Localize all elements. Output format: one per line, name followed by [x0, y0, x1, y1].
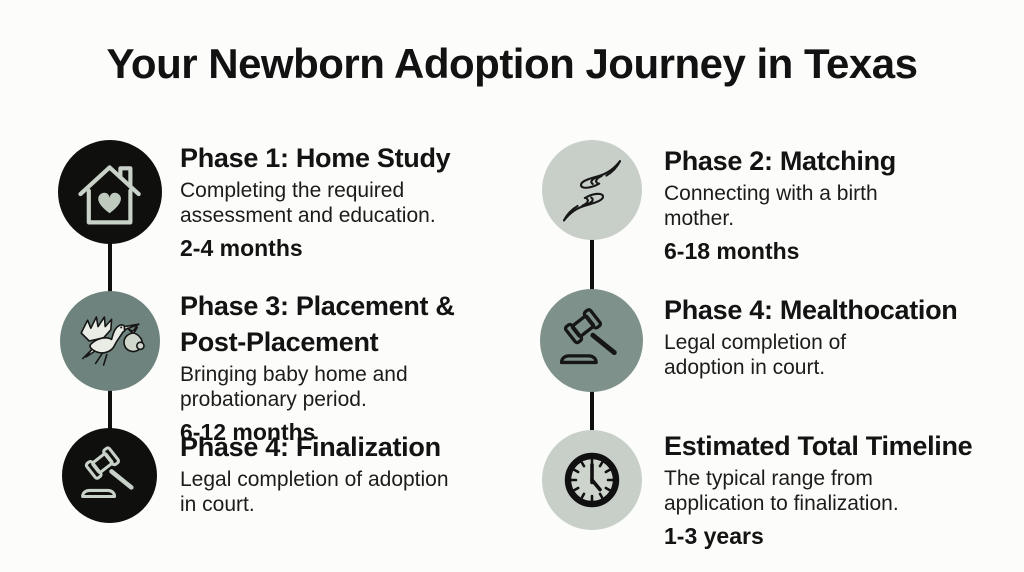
phase-title: Phase 3: Placement &	[180, 291, 455, 321]
phase-desc-line: mother.	[664, 207, 735, 230]
house-heart-icon	[78, 165, 142, 225]
gavel-icon	[80, 445, 134, 498]
phase-desc-line: Bringing baby home and	[180, 363, 408, 386]
phase-title: Phase 4: Finalization	[180, 432, 441, 462]
phase-title-line2: Post-Placement	[180, 327, 379, 357]
phase-desc-line: Connecting with a birth	[664, 182, 878, 205]
phase-desc-line: assessment and education.	[180, 204, 436, 227]
helping-hands-icon	[562, 160, 622, 222]
timeline-node-phase4-court	[540, 289, 643, 392]
phase-title: Phase 4: Mealthocation	[664, 295, 958, 325]
timeline-node-phase1	[58, 140, 162, 244]
total-timeline-card: Estimated Total Timeline The typical ran…	[664, 430, 994, 550]
phase-desc-line: probationary period.	[180, 388, 367, 411]
phase-card-3: Phase 3: Placement & Post-Placement Brin…	[180, 290, 510, 446]
clock-icon	[564, 452, 620, 508]
phase-title: Phase 2: Matching	[664, 146, 896, 176]
timeline-node-phase4-final	[62, 428, 157, 523]
phase-desc-line: in court.	[180, 493, 255, 516]
timeline-node-phase2	[542, 140, 642, 240]
phase-desc-line: The typical range from	[664, 467, 873, 490]
phase-duration: 2-4 months	[180, 235, 303, 261]
phase-title: Phase 1: Home Study	[180, 143, 451, 173]
timeline-node-phase3	[60, 291, 160, 391]
phase-card-4-court: Phase 4: Mealthocation Legal completion …	[664, 294, 994, 386]
phase-desc-line: application to finalization.	[664, 492, 899, 515]
phase-desc-line: Completing the required	[180, 179, 405, 202]
phase-card-2: Phase 2: Matching Connecting with a birt…	[664, 145, 994, 265]
phase-duration: 1-3 years	[664, 523, 764, 549]
phase-desc-line: Legal completion of	[664, 331, 847, 354]
phase-title: Estimated Total Timeline	[664, 431, 973, 461]
phase-card-1: Phase 1: Home Study Completing the requi…	[180, 142, 510, 262]
timeline-node-total	[542, 430, 642, 530]
phase-desc-line: Legal completion of adoption	[180, 468, 449, 491]
phase-duration: 6-12 months	[180, 419, 316, 445]
page-title: Your Newborn Adoption Journey in Texas	[106, 40, 918, 87]
gavel-icon	[560, 308, 618, 365]
phase-desc-line: adoption in court.	[664, 356, 826, 379]
phase-duration: 6-18 months	[664, 238, 800, 264]
stork-delivery-icon	[80, 316, 145, 366]
phase-card-4-finalization: Phase 4: Finalization Legal completion o…	[180, 431, 510, 523]
